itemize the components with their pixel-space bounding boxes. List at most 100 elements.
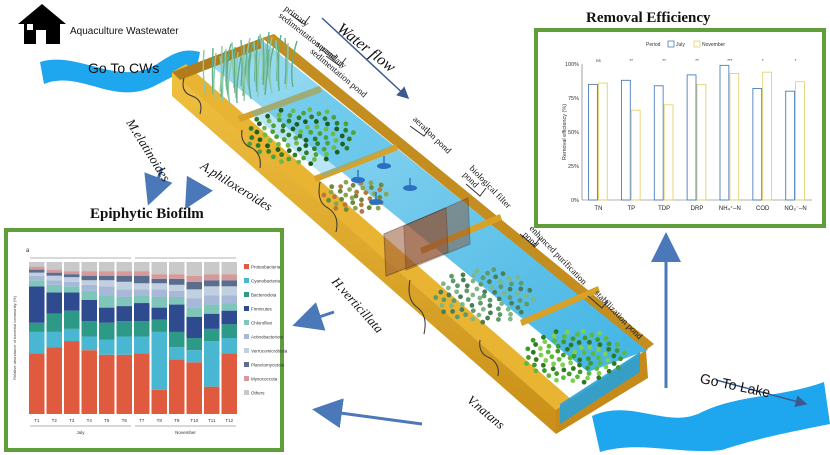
stack-segment <box>99 280 115 287</box>
plant-leaf <box>366 205 372 211</box>
plant-leaf <box>353 193 359 199</box>
bar-july <box>620 79 631 201</box>
plant-leaf <box>578 345 584 351</box>
plant-leaf <box>577 362 582 368</box>
plant-leaf <box>500 271 506 277</box>
plant-leaf <box>441 297 447 303</box>
plant-leaf <box>276 141 281 147</box>
grass-blade <box>257 50 261 98</box>
grass-blade <box>268 46 273 94</box>
plant-leaf <box>478 300 483 306</box>
plant-leaf <box>324 151 329 157</box>
plant-leaf <box>279 152 285 158</box>
x-tick-label: T11 <box>208 418 216 423</box>
plant-a-philoxeroides <box>247 107 389 214</box>
plant-leaf <box>474 286 480 292</box>
plant-leaf <box>324 109 330 115</box>
plant-leaf <box>315 141 321 147</box>
legend-label: July <box>676 42 685 48</box>
stack-segment <box>186 262 202 276</box>
plant-leaf <box>337 188 343 194</box>
plant-leaf <box>265 113 271 119</box>
plant-leaf <box>378 182 384 188</box>
bar-november <box>795 81 805 201</box>
arrow-to-biofilm-2 <box>185 175 213 210</box>
plant-leaf <box>545 349 551 355</box>
plant-leaf <box>254 129 260 135</box>
stack-segment <box>169 304 185 332</box>
x-tick-label: T9 <box>174 418 180 423</box>
significance-label: ** <box>695 58 699 63</box>
stack-segment <box>134 262 150 272</box>
plant-leaf <box>464 288 470 294</box>
stack-segment <box>151 278 167 284</box>
plant-leaf <box>581 379 587 385</box>
plant-leaf <box>279 159 284 165</box>
stack-segment <box>204 280 220 287</box>
plant-leaf <box>565 329 570 335</box>
plant-leaf <box>460 277 466 283</box>
plant-leaf <box>596 347 601 352</box>
stack-segment <box>169 296 185 305</box>
plant-leaf <box>597 360 603 366</box>
stack-segment <box>99 262 115 272</box>
aerator <box>403 185 417 191</box>
y-axis-label: Relative abundance of bacterial communit… <box>12 295 17 379</box>
plant-leaf <box>271 154 276 160</box>
legend-label: November <box>702 42 725 48</box>
plant-leaf <box>577 357 583 363</box>
stack-segment <box>134 353 150 414</box>
plant-leaf <box>530 349 536 355</box>
stack-segment <box>134 303 150 322</box>
grass-blade <box>227 58 233 106</box>
aerator-devices <box>351 156 417 205</box>
plant-leaf <box>313 119 319 124</box>
plant-leaf <box>349 195 355 201</box>
plant-leaf <box>614 342 620 347</box>
y-tick-label: 50% <box>568 130 579 136</box>
plant-leaf <box>333 206 339 211</box>
plant-leaf <box>530 337 536 343</box>
plant-leaf <box>485 270 490 276</box>
plant-leaf <box>446 292 452 298</box>
legend-title: Period <box>646 42 661 48</box>
plant-leaf <box>276 112 282 118</box>
bar-july <box>719 64 730 201</box>
legend-label: Myxococcota <box>251 377 278 382</box>
plant-leaf <box>286 118 292 124</box>
plant-leaf <box>551 361 557 367</box>
plant-leaf <box>322 116 328 122</box>
plant-leaf <box>331 114 337 120</box>
y-tick-label: 100% <box>565 62 579 68</box>
plant-leaf <box>471 273 477 278</box>
legend-label: Others <box>251 391 265 396</box>
plant-leaf <box>595 337 601 343</box>
plant-leaf <box>602 351 608 357</box>
plant-leaf <box>586 371 592 376</box>
bar-july <box>752 88 763 201</box>
plant-leaf <box>480 275 486 281</box>
plant-leaf <box>296 159 302 165</box>
plant-leaf <box>377 195 383 200</box>
panel-tag: a <box>26 248 30 254</box>
plant-leaf <box>458 294 463 300</box>
plant-leaf <box>615 365 621 370</box>
plant-leaf <box>256 121 262 127</box>
plant-leaf <box>509 300 514 306</box>
plant-leaf <box>493 274 499 280</box>
stack-segment <box>221 353 237 414</box>
stack-segment <box>134 295 150 304</box>
bar-july <box>686 74 697 201</box>
plant-leaf <box>255 143 261 148</box>
stack-segment <box>46 280 62 285</box>
plant-leaf <box>343 127 349 133</box>
plant-leaf <box>439 303 445 308</box>
plant-leaf <box>570 336 576 342</box>
plant-leaf <box>338 184 344 190</box>
plant-leaf <box>497 312 503 317</box>
stack-segment <box>99 307 115 323</box>
plant-leaf <box>517 298 523 303</box>
stack-segment <box>46 331 62 348</box>
plant-leaf <box>323 156 329 162</box>
significance-label: ** <box>630 58 634 63</box>
